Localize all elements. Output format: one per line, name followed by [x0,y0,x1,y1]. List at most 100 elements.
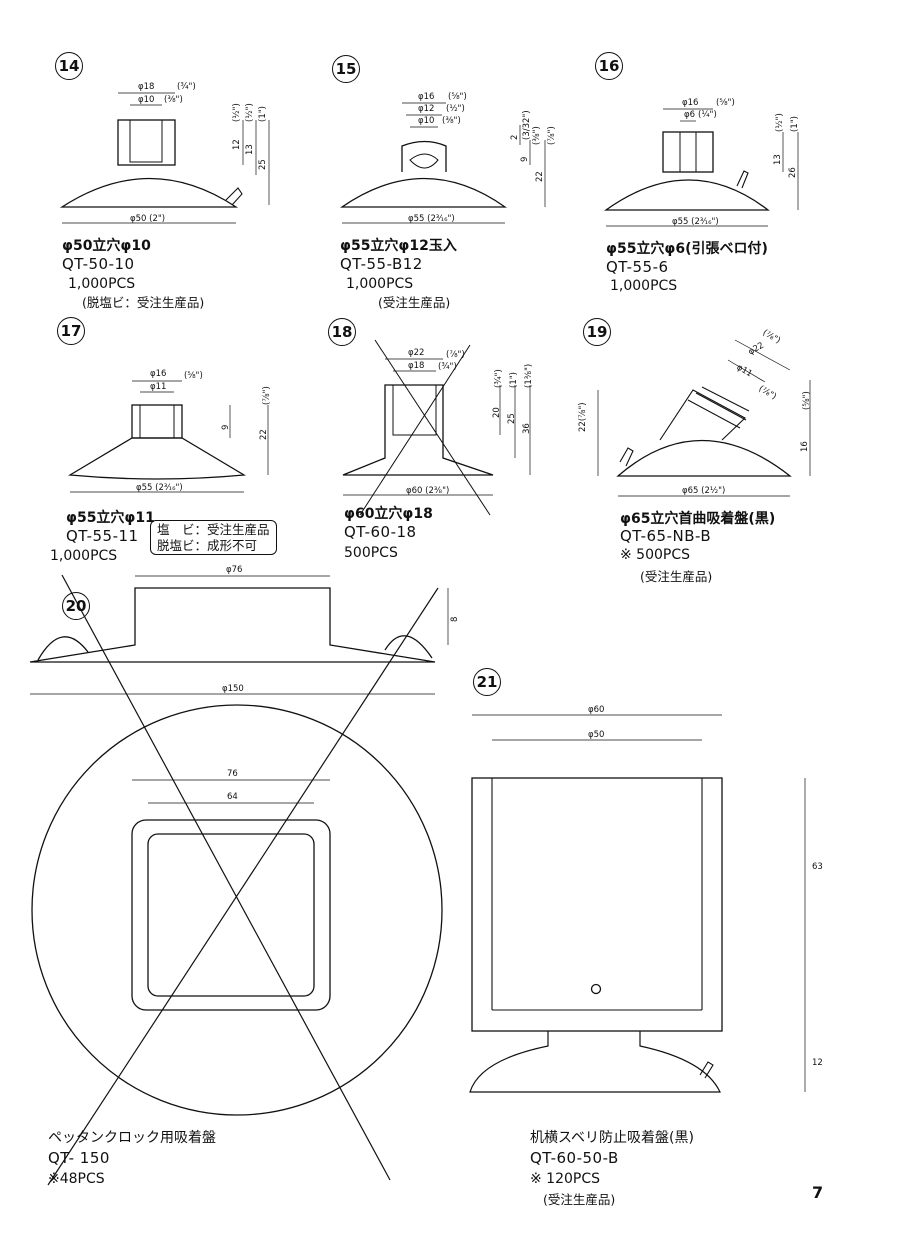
dim-label: φ6 [684,110,696,120]
dim-label: (¾") [494,369,504,388]
dim-label: 22 [535,171,545,182]
drawing-15 [339,102,546,224]
dim-label: φ55 (2³⁄₁₆") [136,483,183,493]
dim-label: 25 [258,159,268,170]
dim-label: 22 [259,429,269,440]
dim-label: (⅜") [164,95,183,105]
item-code: QT-65-NB-B [620,527,712,545]
dim-label: 9 [520,156,530,162]
item-name: 机横スベリ防止吸着盤(黒) [530,1130,694,1146]
dim-label: (¾") [177,82,196,92]
item-number-17: 17 [57,317,85,345]
dim-label: φ18 [138,82,155,92]
item-quantity: ※48PCS [48,1171,105,1187]
item-code: QT-55-11 [66,527,139,545]
material-note-line: 脱塩ビ：成形不可 [157,537,258,553]
dim-label: (⅝") [716,98,735,108]
dim-label: (⅞") [547,126,557,145]
item-quantity: ※ 120PCS [530,1171,601,1187]
item-number-16: 16 [595,52,623,80]
dim-label: φ16 [682,98,699,108]
item-name: φ50立穴φ10 [62,238,151,254]
item-number-21: 21 [473,668,501,696]
dim-label: φ22 [408,348,425,358]
drawing-16 [603,108,799,227]
item-number-19: 19 [583,318,611,346]
dim-label: (⅞") [446,350,465,360]
dim-label: (⅜") [442,116,461,126]
item-number-20: 20 [62,592,90,620]
dim-label: φ50 (2") [130,214,166,224]
item-name: φ55立穴φ11 [66,510,155,526]
dim-label: 36 [522,423,532,434]
drawing-14 [59,92,270,224]
item-number-15: 15 [332,55,360,83]
dim-label: φ50 [588,730,605,740]
page-number: 7 [812,1183,824,1202]
dim-label: (⅜") [532,126,542,145]
dim-label: φ18 [408,361,425,371]
dim-label: (⅝") [448,92,467,102]
item-quantity: 1,000PCS [50,548,118,564]
item-name: φ55立穴φ6(引張ベロ付) [606,241,768,257]
dim-label: φ16 [418,92,435,102]
item-code: QT-55-6 [606,258,669,276]
dim-label: φ65 (2½") [682,486,726,496]
dim-label: (⅝") [802,391,812,410]
dim-label: (½") [446,104,465,114]
dim-label: 63 [812,862,823,872]
item-quantity: 500PCS [344,545,398,561]
dim-label: (¾") [438,362,457,372]
dim-label: φ76 [226,565,243,575]
item-quantity: 1,000PCS [68,276,136,292]
item-name: φ60立穴φ18 [344,506,433,522]
dim-label: (⅞") [262,386,272,405]
dim-label: φ11 [150,382,167,392]
dim-label: φ12 [418,104,435,114]
dim-label: (1⅜") [524,363,534,388]
drawing-20 [29,574,449,1186]
item-quantity: ※ 500PCS [620,547,691,563]
item-code: QT-60-18 [344,523,417,541]
dim-label: 2 [510,134,520,140]
dim-label: 12 [232,139,242,150]
item-note: (受注生産品) [640,569,713,584]
item-quantity: 1,000PCS [346,276,414,292]
item-number-14: 14 [55,52,83,80]
item-number-18: 18 [328,318,356,346]
dim-label: (½") [245,103,255,122]
dim-label: φ55 (2³⁄₁₆") [672,217,719,227]
dim-label: 13 [773,154,783,165]
dim-label: 16 [800,441,810,452]
dim-label: 26 [788,167,798,178]
dim-label: φ16 [150,369,167,379]
dim-label: 76 [227,769,238,779]
item-quantity: 1,000PCS [610,278,678,294]
item-note: (受注生産品) [543,1192,616,1207]
dim-label: (¼") [698,110,717,120]
dim-label: 25 [507,413,517,424]
dim-label: φ60 [588,705,605,715]
item-name: ペッタンクロック用吸着盤 [48,1130,216,1146]
dim-label: (⅝") [184,371,203,381]
dim-label: φ55 (2³⁄₁₆") [408,214,455,224]
dim-label: (1") [790,116,800,132]
material-note-line: 塩 ビ：受注生産品 [157,522,270,537]
item-code: QT-55-B12 [340,255,423,273]
dim-label: 13 [245,144,255,155]
item-code: QT- 150 [48,1149,110,1167]
dim-label: (1") [509,372,519,388]
drawing-19 [597,339,811,497]
dim-label: 8 [450,616,460,622]
dim-label: 64 [227,792,238,802]
dim-label: (1") [258,106,268,122]
item-code: QT-60-50-B [530,1149,619,1167]
item-name: φ55立穴φ12玉入 [340,238,457,254]
dim-label: 9 [221,424,231,430]
dim-label: (½") [232,103,242,122]
dim-label: φ150 [222,684,244,694]
dim-label: 22(⅞") [578,402,588,432]
item-code: QT-50-10 [62,255,135,273]
drawing-17 [67,380,269,493]
item-name: φ65立穴首曲吸着盤(黒) [620,511,776,527]
